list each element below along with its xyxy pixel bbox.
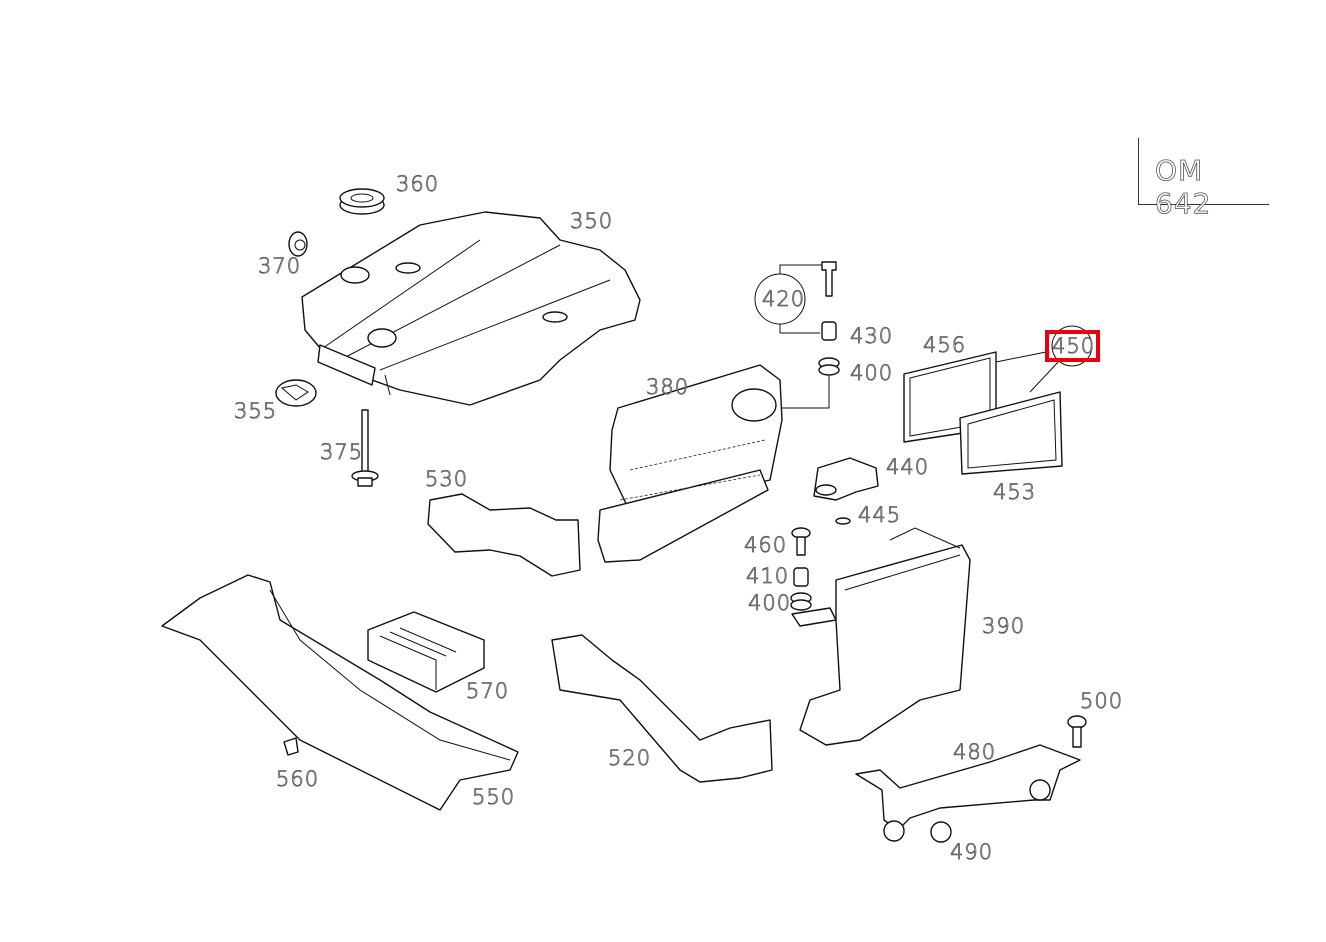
part-380-air-filter-housing[interactable]	[597, 364, 783, 563]
part-370-plug[interactable]	[288, 231, 308, 257]
callout-410[interactable]: 410	[746, 564, 790, 588]
callout-490[interactable]: 490	[950, 840, 994, 864]
part-480-bracket[interactable]	[855, 744, 1081, 842]
part-453-filter-element[interactable]	[959, 359, 1063, 475]
part-490-bushing[interactable]	[930, 821, 952, 843]
part-390-housing[interactable]	[791, 527, 971, 746]
callout-570[interactable]: 570	[466, 679, 510, 703]
callout-375[interactable]: 375	[320, 440, 364, 464]
callout-500[interactable]: 500	[1080, 689, 1124, 713]
callout-445[interactable]: 445	[858, 503, 902, 527]
callout-550[interactable]: 550	[472, 785, 516, 809]
part-355-emblem[interactable]	[275, 379, 317, 407]
callout-400-lower[interactable]: 400	[748, 591, 792, 615]
callout-400-upper[interactable]: 400	[850, 361, 894, 385]
part-350-engine-cover[interactable]	[301, 211, 641, 406]
callout-355[interactable]: 355	[234, 399, 278, 423]
part-400-mount[interactable]	[790, 592, 812, 611]
part-410-bushing[interactable]	[793, 567, 809, 587]
part-375-stud[interactable]	[351, 409, 379, 487]
callout-360[interactable]: 360	[396, 172, 440, 196]
part-560-clip[interactable]	[283, 737, 299, 756]
part-500-bolt[interactable]	[1067, 715, 1087, 748]
engine-code-text: OM 642	[1155, 154, 1212, 221]
part-570-control-unit[interactable]	[367, 611, 485, 693]
part-440-sensor[interactable]	[813, 457, 879, 501]
part-530-duct[interactable]	[427, 493, 581, 577]
callout-350[interactable]: 350	[570, 209, 614, 233]
callout-453[interactable]: 453	[993, 480, 1037, 504]
callout-450[interactable]: 450	[1052, 334, 1096, 358]
callout-530[interactable]: 530	[425, 467, 469, 491]
part-445-oring[interactable]	[835, 517, 851, 525]
part-450-circle[interactable]	[1051, 325, 1093, 367]
callout-520[interactable]: 520	[608, 746, 652, 770]
engine-code-label: OM 642	[1138, 138, 1269, 220]
part-360-grommet[interactable]	[339, 188, 385, 215]
callout-420[interactable]: 420	[762, 287, 806, 311]
callout-480[interactable]: 480	[953, 740, 997, 764]
part-420-group[interactable]	[754, 261, 840, 409]
callout-370[interactable]: 370	[258, 254, 302, 278]
part-550-cowl-panel[interactable]	[161, 574, 519, 811]
callout-430[interactable]: 430	[850, 324, 894, 348]
selected-part-highlight	[1045, 330, 1100, 362]
callout-456[interactable]: 456	[923, 333, 967, 357]
callout-560[interactable]: 560	[276, 767, 320, 791]
part-520-duct[interactable]	[551, 634, 773, 783]
callout-460[interactable]: 460	[744, 533, 788, 557]
callout-380[interactable]: 380	[646, 375, 690, 399]
part-460-bolt[interactable]	[791, 527, 811, 556]
callout-390[interactable]: 390	[982, 614, 1026, 638]
callout-440[interactable]: 440	[886, 455, 930, 479]
